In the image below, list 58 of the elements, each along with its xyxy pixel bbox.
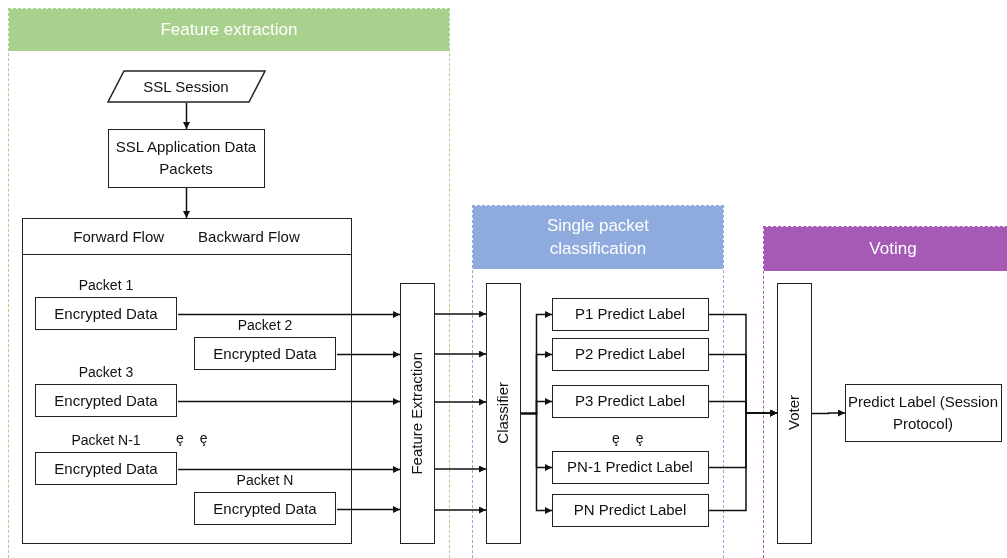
- input-parallelogram: [106, 69, 266, 103]
- node-text: PN-1 Predict Label: [567, 457, 693, 478]
- arrow: [434, 350, 487, 358]
- ellipsis-mark: ȩ ȩ: [176, 430, 214, 446]
- arrow: [520, 412, 553, 514]
- node-text: PN Predict Label: [573, 500, 687, 521]
- process-box: [107, 128, 265, 188]
- node-text: SSL Session: [143, 77, 229, 95]
- arrow: [177, 311, 401, 318]
- arrow: [434, 465, 487, 473]
- node-text: P3 Predict Label: [574, 391, 686, 412]
- section-heading: Feature extraction: [9, 9, 449, 51]
- packet-label: Packet N: [235, 470, 295, 490]
- process-box: [551, 493, 709, 527]
- arrow: [811, 409, 846, 417]
- node-text: Feature Extraction: [407, 351, 427, 475]
- node-text: Encrypted Data: [54, 390, 158, 411]
- node-text: Classifier: [493, 382, 513, 444]
- arrow: [336, 506, 401, 513]
- process-bar: [399, 282, 435, 544]
- node-text: Predict Label (Session Protocol): [846, 391, 1000, 434]
- process-box: [844, 383, 1002, 442]
- flow-box: [21, 217, 352, 544]
- arrow: [336, 351, 401, 358]
- node-text: Encrypted Data: [54, 303, 158, 324]
- flow-heading: Backward Flow: [198, 227, 300, 245]
- arrow: [183, 102, 190, 130]
- process-bar: [776, 282, 812, 544]
- process-box: [551, 384, 709, 418]
- node-text: SSL Application Data Packets: [114, 137, 258, 179]
- arrow: [177, 398, 401, 405]
- node-text: Voter: [784, 395, 804, 431]
- node-text: Encrypted Data: [213, 498, 317, 519]
- process-box: [551, 297, 709, 331]
- section-panel: [472, 205, 724, 558]
- arrow: [434, 310, 487, 318]
- node-text: P1 Predict Label: [574, 304, 686, 325]
- arrow: [434, 506, 487, 514]
- arrow: [183, 187, 190, 219]
- section-heading: Voting: [764, 227, 1007, 271]
- process-bar: [485, 282, 521, 544]
- node-text: P2 Predict Label: [574, 344, 686, 365]
- packet-label: Packet 1: [77, 275, 135, 295]
- node-text: Encrypted Data: [54, 458, 158, 479]
- packet-label: Packet N-1: [70, 430, 142, 450]
- section-panel: [763, 226, 1007, 558]
- arrow: [177, 466, 401, 473]
- ellipsis-mark: ȩ ȩ: [612, 430, 650, 446]
- process-box: [551, 450, 709, 484]
- packet-label: Packet 2: [236, 315, 294, 335]
- section-heading: Single packet classification: [473, 206, 723, 269]
- section-panel: [8, 8, 450, 558]
- arrow: [708, 409, 778, 512]
- packet-label: Packet 3: [77, 362, 135, 382]
- arrow: [434, 398, 487, 406]
- flow-heading: Forward Flow: [73, 227, 165, 245]
- node-text: Encrypted Data: [213, 343, 317, 364]
- process-box: [551, 337, 709, 371]
